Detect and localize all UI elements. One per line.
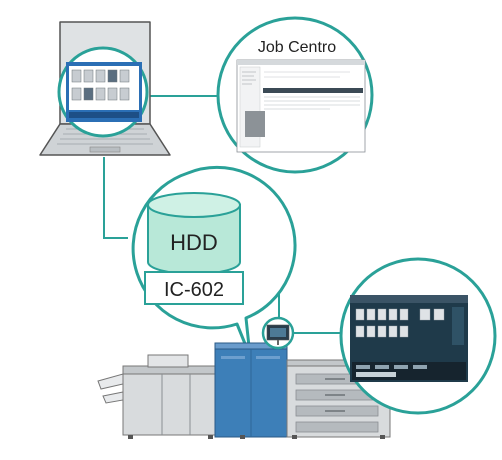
laptop-screen-magnifier [57,46,149,138]
touch-screen-magnifier [339,257,497,415]
job-thumbnails [355,308,445,338]
laptop-to-hdd-line [103,157,128,239]
controller-callout: HDD IC-602 [131,165,297,358]
storage-label: HDD [170,230,218,255]
finisher-unit [97,354,219,439]
software-label: Job Centro [258,39,336,56]
thumbnail-grid [71,69,130,101]
controller-label: IC-602 [164,279,224,301]
job-centro-magnifier: Job Centro [216,16,374,174]
job-centro-window [236,59,366,153]
hdd-cylinder-icon [147,192,241,275]
controller-box [144,271,244,305]
control-panel [261,316,295,350]
main-engine [214,342,288,439]
